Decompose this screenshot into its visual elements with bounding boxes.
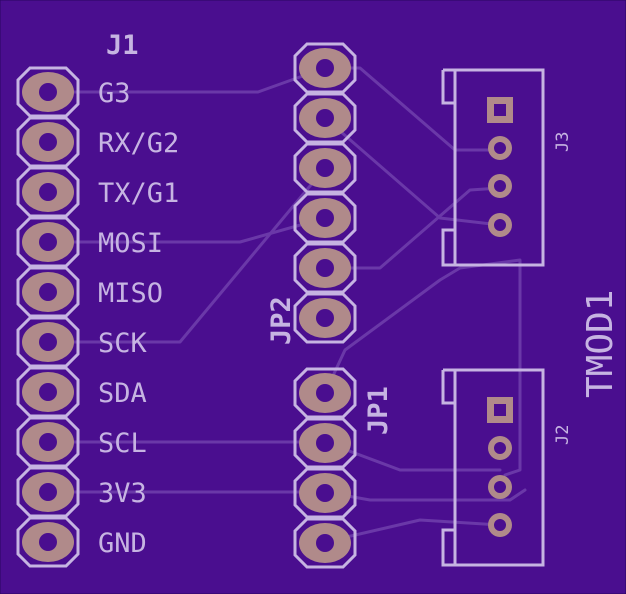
trace-jp1-j3 <box>323 258 522 477</box>
jp1-pad-outline-2 <box>293 417 357 469</box>
trace-scl <box>53 440 502 472</box>
jp2-pad-hole-1 <box>316 59 334 77</box>
j1-pad-hole-10 <box>39 533 57 551</box>
j1-label: J1 <box>106 30 139 61</box>
j1-pin-label: SDA <box>98 378 147 409</box>
jp2-pad-hole-2 <box>316 109 334 127</box>
j1-pad-outline-3 <box>16 166 80 218</box>
j1-pad-outline-4 <box>16 216 80 268</box>
j1-pad-hole-8 <box>39 433 57 451</box>
trace-mosi <box>53 216 327 244</box>
jp2-pad-outline-1 <box>293 42 357 94</box>
jp2-pad-outline-2 <box>293 92 357 144</box>
jp1-pad-outline-3 <box>293 467 357 519</box>
j1-pin-label: 3V3 <box>98 478 147 509</box>
trace-jp2-j3-b <box>323 116 502 227</box>
j2-connector <box>441 368 545 567</box>
j1-pad-outline-6 <box>16 316 80 368</box>
j1-pin-label: MISO <box>98 278 163 309</box>
trace-sck <box>53 166 327 344</box>
j1-pad-hole-9 <box>39 483 57 501</box>
jp1-pad-hole-4 <box>316 534 334 552</box>
jp1-header <box>293 367 357 569</box>
jp2-pad-hole-6 <box>316 309 334 327</box>
j3-pin-3-hole <box>494 180 506 192</box>
j1-pad-outline-9 <box>16 466 80 518</box>
jp2-pad-outline-4 <box>293 192 357 244</box>
jp1-pad-hole-1 <box>316 384 334 402</box>
j1-pin-label: GND <box>98 528 147 559</box>
j2-pin-2-hole <box>494 442 506 454</box>
j2-pin-3-hole <box>494 481 506 493</box>
j1-pad-hole-1 <box>39 83 57 101</box>
j3-label: J3 <box>553 132 573 152</box>
j2-pin-4-hole <box>494 519 506 531</box>
j1-pad-hole-5 <box>39 283 57 301</box>
j2-label: J2 <box>553 425 573 445</box>
trace-jp2-j3-c <box>323 186 502 270</box>
j1-pad-outline-1 <box>16 66 80 118</box>
j2-pin-1-hole <box>494 404 506 416</box>
j1-pad-outline-7 <box>16 366 80 418</box>
j1-pad-outline-8 <box>16 416 80 468</box>
jp1-pad-hole-2 <box>316 434 334 452</box>
jp2-pad-outline-5 <box>293 242 357 294</box>
j1-pin-label: SCK <box>98 328 148 359</box>
j1-pin-label: SCL <box>98 428 147 459</box>
j1-pad-hole-2 <box>39 133 57 151</box>
j1-pin-label: RX/G2 <box>98 128 179 159</box>
trace-gnd-jp1 <box>323 518 502 544</box>
j1-pin-label: MOSI <box>98 228 163 259</box>
j1-header <box>16 66 80 568</box>
j1-pad-hole-6 <box>39 333 57 351</box>
j3-pin-2-hole <box>494 142 506 154</box>
jp2-pad-hole-5 <box>316 259 334 277</box>
jp1-pad-hole-3 <box>316 484 334 502</box>
jp2-label: JP2 <box>266 296 297 345</box>
jp1-label: JP1 <box>363 386 394 435</box>
traces <box>53 66 527 544</box>
jp1-pad-outline-1 <box>293 367 357 419</box>
jp2-header <box>293 42 357 344</box>
j3-pins <box>487 97 513 237</box>
tmod1-label: TMOD1 <box>580 290 621 398</box>
j3-pin-4-hole <box>494 219 506 231</box>
j1-pad-hole-7 <box>39 383 57 401</box>
j3-pin-1-hole <box>494 104 506 116</box>
j1-pad-hole-3 <box>39 183 57 201</box>
j1-pin-label: TX/G1 <box>98 178 179 209</box>
j2-pins <box>487 397 513 537</box>
jp1-pad-outline-4 <box>293 517 357 569</box>
j2-outline-left <box>441 370 457 405</box>
j1-pin-label: G3 <box>98 78 131 109</box>
jp2-pad-hole-4 <box>316 209 334 227</box>
jp2-pad-outline-6 <box>293 292 357 344</box>
j3-connector <box>441 68 545 267</box>
j1-pad-hole-4 <box>39 233 57 251</box>
j3-outline-left <box>441 70 457 105</box>
j1-pad-outline-5 <box>16 266 80 318</box>
j1-pad-outline-10 <box>16 516 80 568</box>
trace-3v3 <box>53 488 527 502</box>
jp2-pad-outline-3 <box>293 142 357 194</box>
jp2-pad-hole-3 <box>316 159 334 177</box>
j1-pad-outline-2 <box>16 116 80 168</box>
